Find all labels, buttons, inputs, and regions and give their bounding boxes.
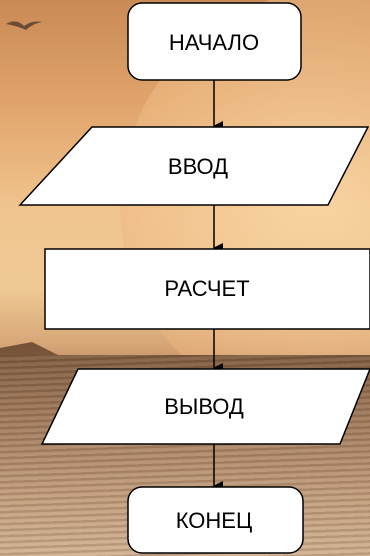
start-label: НАЧАЛО <box>169 30 259 55</box>
bird-icon <box>6 21 42 30</box>
output-parallelogram: ВЫВОД <box>40 368 370 445</box>
input-parallelogram: ВВОД <box>18 126 370 206</box>
output-label: ВЫВОД <box>164 394 244 419</box>
process-label: РАСЧЕТ <box>164 276 249 301</box>
end-label: КОНЕЦ <box>176 508 253 533</box>
end-terminator: КОНЕЦ <box>127 486 304 554</box>
start-terminator: НАЧАЛО <box>127 2 302 81</box>
input-label: ВВОД <box>168 154 228 179</box>
process-rectangle: РАСЧЕТ <box>44 248 370 330</box>
